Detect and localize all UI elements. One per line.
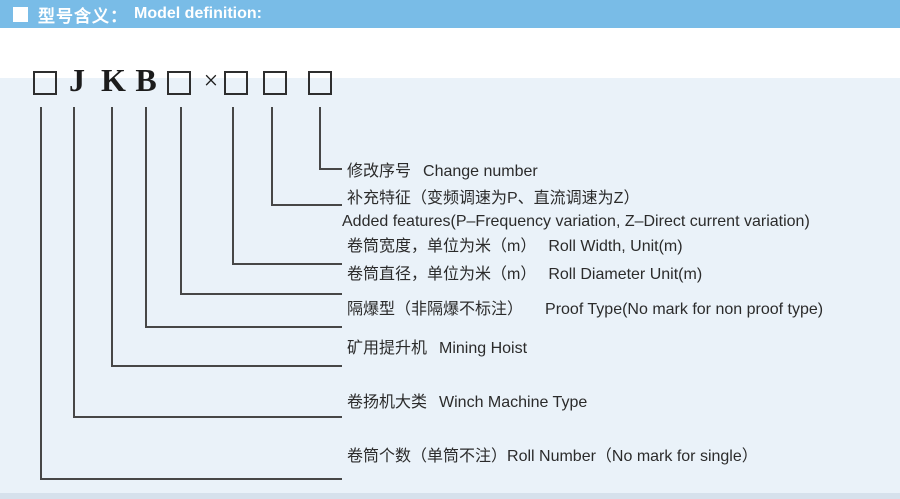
square-bullet-icon (13, 6, 28, 22)
model-diagram-area (0, 28, 900, 499)
diagram-background (0, 78, 900, 499)
model-box-roll-number (33, 71, 57, 95)
model-letter-k: K (101, 62, 126, 98)
label-roll-width-zh: 卷筒宽度，单位为米（m） (347, 238, 537, 255)
label-proof-type-zh: 隔爆型（非隔爆不标注） (347, 301, 524, 318)
model-box-roll-width (224, 71, 248, 95)
label-proof-type-en: Proof Type(No mark for non proof type) (545, 301, 824, 318)
model-box-change-number (308, 71, 332, 95)
multiply-sign: × (203, 66, 219, 95)
label-change-number: 修改序号 Change number (347, 161, 538, 183)
section-header: 型号含义： Model definition: (0, 0, 900, 28)
label-change-number-en: Change number (423, 163, 538, 180)
connector-mining-hoist (111, 107, 342, 367)
label-change-number-zh: 修改序号 (347, 163, 412, 180)
connector-proof-type (145, 107, 342, 328)
connector-roll-diameter (180, 107, 342, 295)
label-proof-type: 隔爆型（非隔爆不标注） Proof Type(No mark for non pr… (347, 299, 823, 321)
connector-roll-number (40, 107, 342, 480)
model-letter-b: B (135, 62, 157, 98)
model-box-added-features (263, 71, 287, 95)
label-added-features: 补充特征（变频调速为P、直流调速为Z） Added features(P–Freq… (342, 188, 810, 234)
model-letter-j: J (69, 62, 85, 98)
label-mining-hoist: 矿用提升机 Mining Hoist (347, 338, 527, 360)
label-added-features-zh: 补充特征（变频调速为P、直流调速为Z） (347, 190, 640, 207)
label-roll-diameter-zh: 卷筒直径，单位为米（m） (347, 266, 537, 283)
label-roll-width: 卷筒宽度，单位为米（m） Roll Width, Unit(m) (347, 236, 683, 258)
connector-change-number (319, 107, 342, 170)
bottom-edge-strip (0, 493, 900, 499)
connector-added-features (271, 107, 342, 206)
label-added-features-en: Added features(P–Frequency variation, Z–… (342, 213, 810, 230)
label-mining-hoist-en: Mining Hoist (439, 340, 528, 357)
section-title-en: Model definition: (134, 5, 262, 22)
label-roll-diameter-en: Roll Diameter Unit(m) (548, 266, 703, 283)
label-winch-type-zh: 卷扬机大类 (347, 394, 428, 411)
label-roll-diameter: 卷筒直径，单位为米（m） Roll Diameter Unit(m) (347, 264, 702, 286)
label-mining-hoist-zh: 矿用提升机 (347, 340, 428, 357)
label-roll-number: 卷筒个数（单筒不注）Roll Number（No mark for single… (347, 446, 758, 468)
section-title-zh: 型号含义： (38, 6, 128, 26)
label-roll-number-zh: 卷筒个数（单筒不注） (347, 448, 508, 465)
label-roll-width-en: Roll Width, Unit(m) (548, 238, 683, 255)
connector-roll-width (232, 107, 342, 265)
label-roll-number-en: Roll Number（No mark for single） (507, 448, 758, 465)
label-winch-type: 卷扬机大类 Winch Machine Type (347, 392, 587, 414)
connector-winch-type (73, 107, 342, 418)
model-box-roll-diameter (167, 71, 191, 95)
label-winch-type-en: Winch Machine Type (439, 394, 588, 411)
